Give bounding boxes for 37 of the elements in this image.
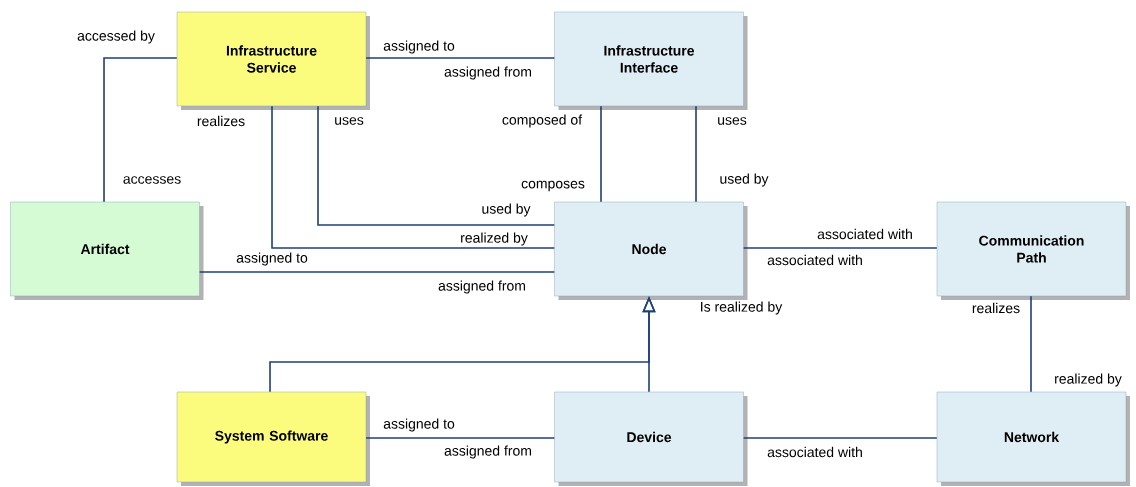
role-label: Is realized by <box>701 301 783 315</box>
role-label: realized by <box>461 232 528 246</box>
entity-box: Infrastructure Service <box>176 11 370 110</box>
connector <box>317 105 556 226</box>
entity-box: Infrastructure Interface <box>554 11 748 110</box>
role-label: assigned from <box>444 66 532 80</box>
connector <box>198 271 556 273</box>
connector <box>695 105 697 203</box>
connector <box>365 57 556 59</box>
connector <box>1030 295 1032 393</box>
role-label: assigned from <box>438 280 526 294</box>
entity-box: Node <box>554 201 748 300</box>
entity-box: Communication Path <box>936 201 1130 300</box>
role-label: used by <box>720 173 769 187</box>
role-label: assigned to <box>236 252 308 266</box>
connector <box>365 437 556 439</box>
role-label: accesses <box>123 176 181 184</box>
role-label: associated with <box>817 228 912 240</box>
connector <box>742 437 938 439</box>
entity-box: Device <box>554 391 748 486</box>
entity-box: Artifact <box>10 201 204 300</box>
connector <box>742 247 938 249</box>
role-label: accessed by <box>77 30 155 44</box>
role-label: assigned to <box>383 40 455 54</box>
role-label: realizes <box>972 302 1020 314</box>
role-label: composes <box>521 180 585 192</box>
role-label: composed of <box>502 114 583 128</box>
entity-box: Network <box>936 391 1130 486</box>
role-label: assigned from <box>444 445 532 459</box>
connector <box>600 105 602 203</box>
role-label: used by <box>482 203 531 217</box>
role-label: associated with <box>767 446 862 458</box>
role-label: associated with <box>767 254 862 266</box>
entity-box: System Software <box>176 391 370 486</box>
connector <box>271 105 556 249</box>
role-label: assigned to <box>383 418 455 432</box>
connector <box>103 57 178 203</box>
